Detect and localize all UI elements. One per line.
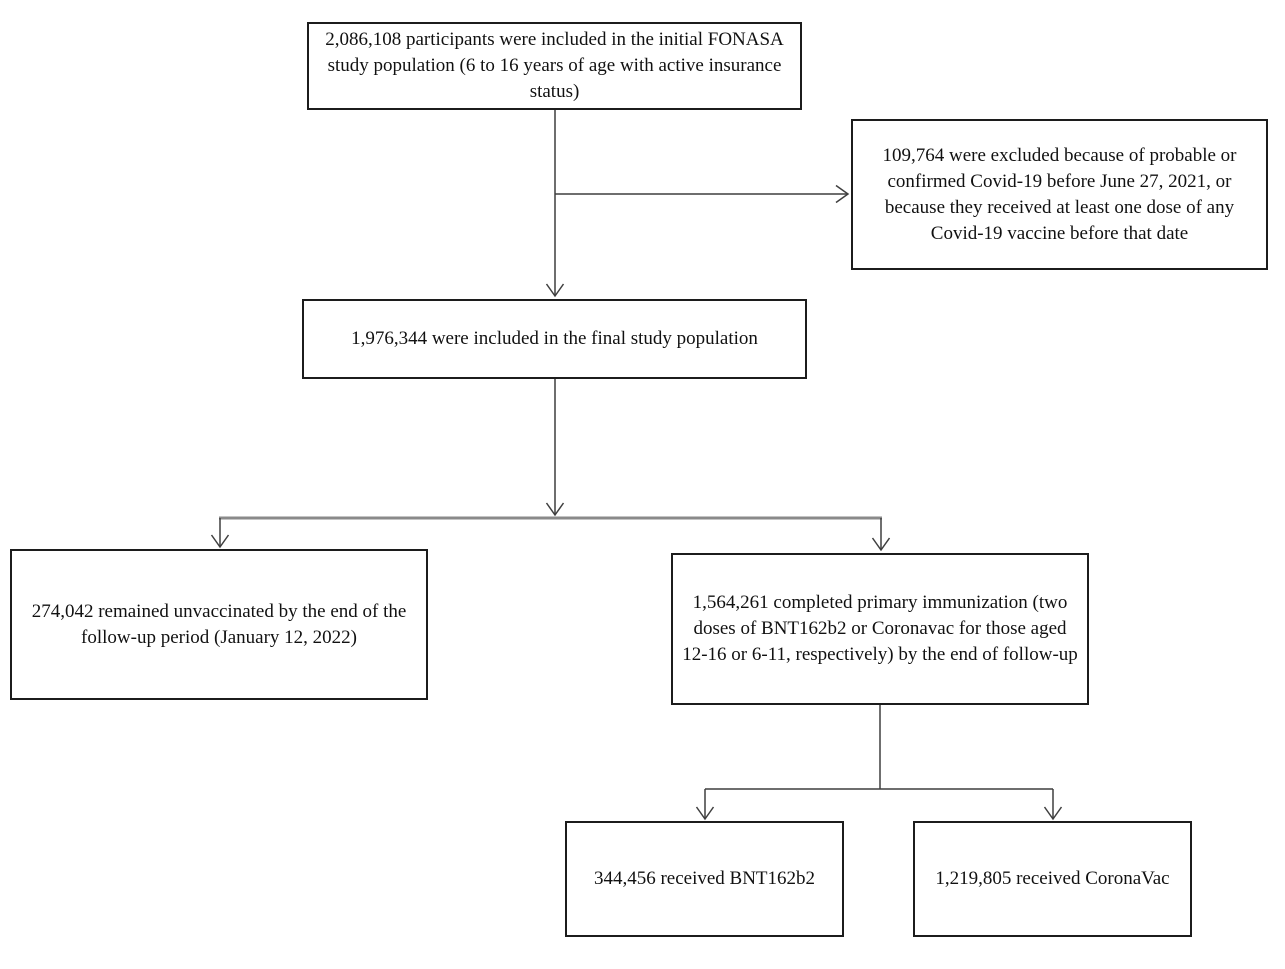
node-received-bnt162b2: 344,456 received BNT162b2 <box>565 821 844 937</box>
node-unvaccinated-text: 274,042 remained unvaccinated by the end… <box>31 600 407 648</box>
edge-immunized-to-split <box>705 705 1053 790</box>
node-received-bnt162b2-text: 344,456 received BNT162b2 <box>593 868 816 889</box>
node-final-population: 1,976,344 were included in the final stu… <box>302 299 807 379</box>
edge-split-to-bnt162b2 <box>695 789 715 821</box>
node-received-coronavac: 1,219,805 received CoronaVac <box>913 821 1192 937</box>
node-initial-population: 2,086,108 participants were included in … <box>307 22 802 110</box>
node-completed-immunization: 1,564,261 completed primary immunization… <box>671 553 1089 705</box>
node-initial-population-text: 2,086,108 participants were included in … <box>325 29 784 102</box>
node-completed-immunization-text: 1,564,261 completed primary immunization… <box>682 592 1078 665</box>
edge-split-to-coronavac <box>1043 789 1063 821</box>
node-received-coronavac-text: 1,219,805 received CoronaVac <box>935 868 1170 889</box>
node-excluded: 109,764 were excluded because of probabl… <box>851 119 1268 270</box>
edge-final-to-split <box>545 379 565 517</box>
edge-split-to-immunized <box>871 518 891 552</box>
edge-initial-to-excluded <box>555 184 850 204</box>
node-excluded-text: 109,764 were excluded because of probabl… <box>882 144 1237 244</box>
node-final-population-text: 1,976,344 were included in the final stu… <box>351 328 758 349</box>
edge-split-to-unvaccinated <box>210 518 230 549</box>
edge-initial-to-final <box>545 110 565 298</box>
node-unvaccinated: 274,042 remained unvaccinated by the end… <box>10 549 428 700</box>
